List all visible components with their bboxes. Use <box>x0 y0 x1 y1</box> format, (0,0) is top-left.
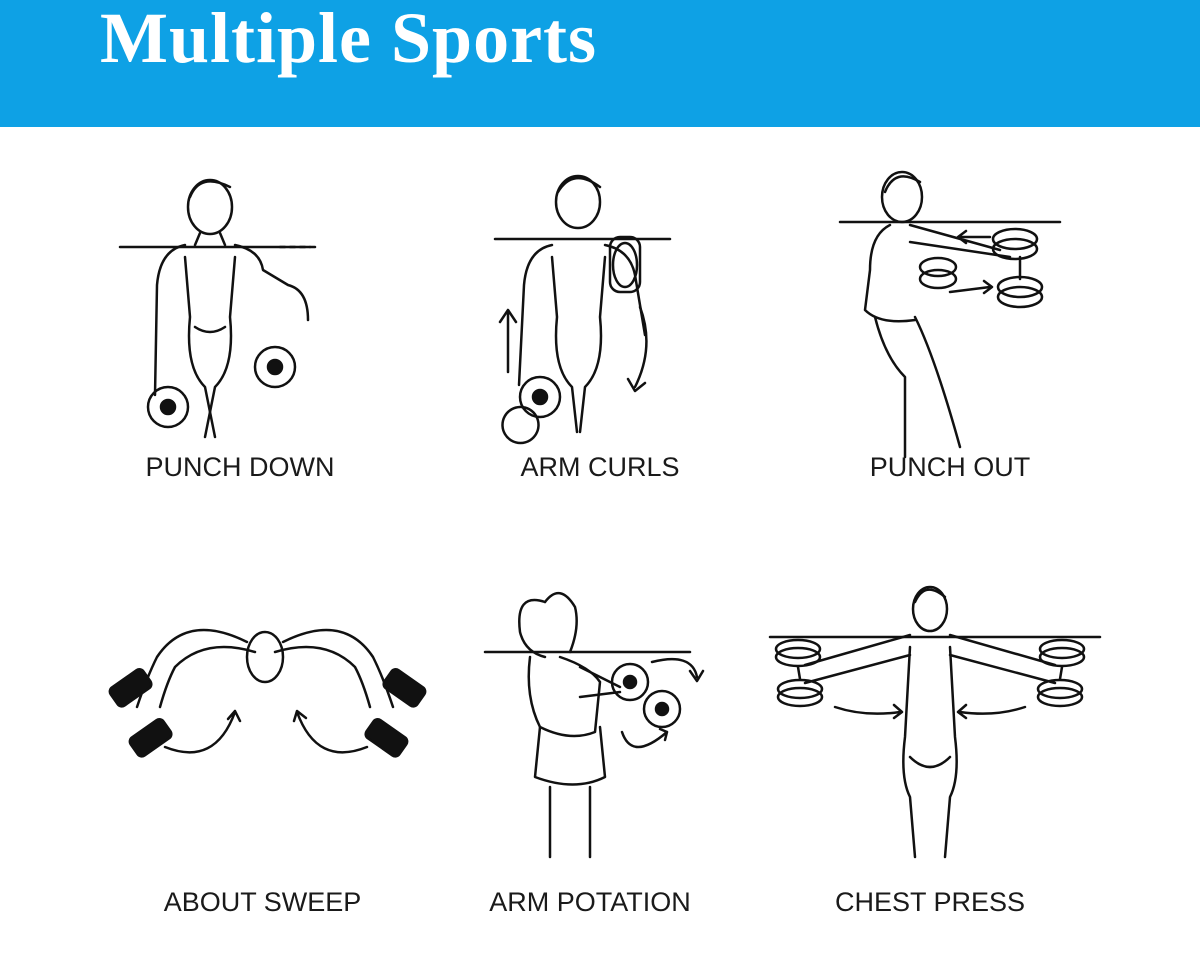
exercise-card-arm-curls: ARM CURLS <box>440 167 760 497</box>
arm-curls-figure-icon <box>440 167 760 467</box>
page-title: Multiple Sports <box>100 0 598 78</box>
exercise-label: PUNCH DOWN <box>145 452 335 482</box>
chest-press-figure-icon <box>770 577 1090 877</box>
punch-out-figure-icon <box>790 167 1110 467</box>
exercise-label: ARM POTATION <box>489 887 691 917</box>
arm-rotation-figure-icon <box>430 577 750 877</box>
exercise-card-chest-press: CHEST PRESS <box>770 577 1090 917</box>
header-banner: Multiple Sports <box>0 0 1200 127</box>
exercise-card-punch-out: PUNCH OUT <box>790 167 1110 497</box>
exercise-card-about-sweep: ABOUT SWEEP <box>105 597 425 927</box>
exercise-card-punch-down: PUNCH DOWN <box>80 167 400 497</box>
punch-down-figure-icon <box>80 167 400 467</box>
about-sweep-figure-icon <box>105 597 425 897</box>
exercise-grid: PUNCH DOWN ARM CURLS <box>0 127 1200 971</box>
exercise-label: PUNCH OUT <box>869 452 1031 482</box>
exercise-label: ABOUT SWEEP <box>163 887 362 917</box>
exercise-label: CHEST PRESS <box>834 887 1026 917</box>
exercise-card-arm-potation: ARM POTATION <box>430 577 750 917</box>
exercise-label: ARM CURLS <box>520 452 680 482</box>
